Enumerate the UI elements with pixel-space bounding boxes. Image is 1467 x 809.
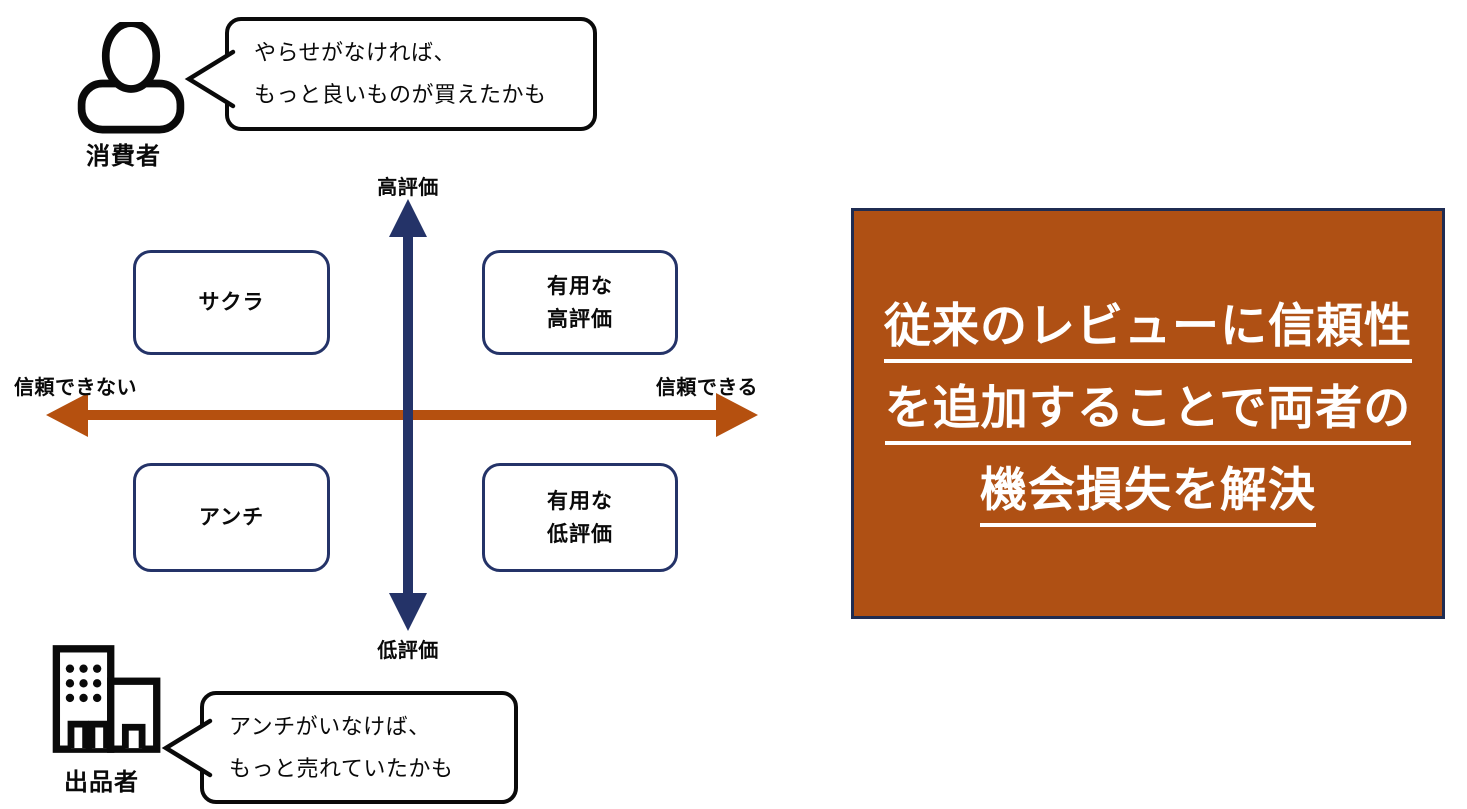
- quadrant-label-line1: 有用な: [547, 274, 613, 298]
- quadrant-box-useful-high: 有用な 高評価: [482, 250, 678, 355]
- building-doors: [67, 720, 146, 749]
- building-icon: [52, 645, 161, 753]
- consumer-speech-line2: もっと良いものが買えたかも: [254, 82, 547, 107]
- vertical-axis-arrow: [389, 199, 427, 631]
- consumer-label: 消費者: [86, 143, 161, 170]
- quadrant-label-line2: 高評価: [547, 307, 613, 331]
- consumer-speech-line1: やらせがなければ、: [254, 40, 457, 65]
- quadrant-box-anti: アンチ: [133, 463, 330, 572]
- solution-panel: 従来のレビューに信頼性 を追加することで両者の 機会損失を解決: [851, 208, 1445, 619]
- seller-bubble-tail: [161, 718, 213, 778]
- quadrant-label-line1: 有用な: [547, 489, 613, 513]
- axis-label-right: 信頼できる: [655, 377, 758, 399]
- quadrant-box-sakura: サクラ: [133, 250, 330, 355]
- consumer-bubble-tail: [184, 49, 236, 109]
- quadrant-label: アンチ: [198, 506, 265, 529]
- building-windows: [65, 664, 102, 703]
- seller-speech-bubble: アンチがいなけば、 もっと売れていたかも: [200, 691, 518, 804]
- axis-label-top: 高評価: [377, 177, 439, 199]
- quadrant-label: サクラ: [198, 291, 265, 314]
- person-icon: [77, 22, 185, 134]
- seller-speech-line2: もっと売れていたかも: [229, 755, 454, 781]
- quadrant-label-line2: 低評価: [547, 522, 613, 546]
- seller-speech-line1: アンチがいなけば、: [229, 713, 431, 739]
- seller-label: 出品者: [64, 769, 139, 796]
- solution-line1: 従来のレビューに信頼性: [884, 300, 1412, 364]
- quadrant-box-useful-low: 有用な 低評価: [482, 463, 678, 572]
- consumer-speech-bubble: やらせがなければ、 もっと良いものが買えたかも: [225, 17, 597, 131]
- solution-line3: 機会損失を解決: [980, 464, 1316, 527]
- axis-label-left: 信頼できない: [14, 377, 137, 399]
- solution-line2: を追加することで両者の: [884, 382, 1412, 445]
- axis-label-bottom: 低評価: [377, 640, 439, 662]
